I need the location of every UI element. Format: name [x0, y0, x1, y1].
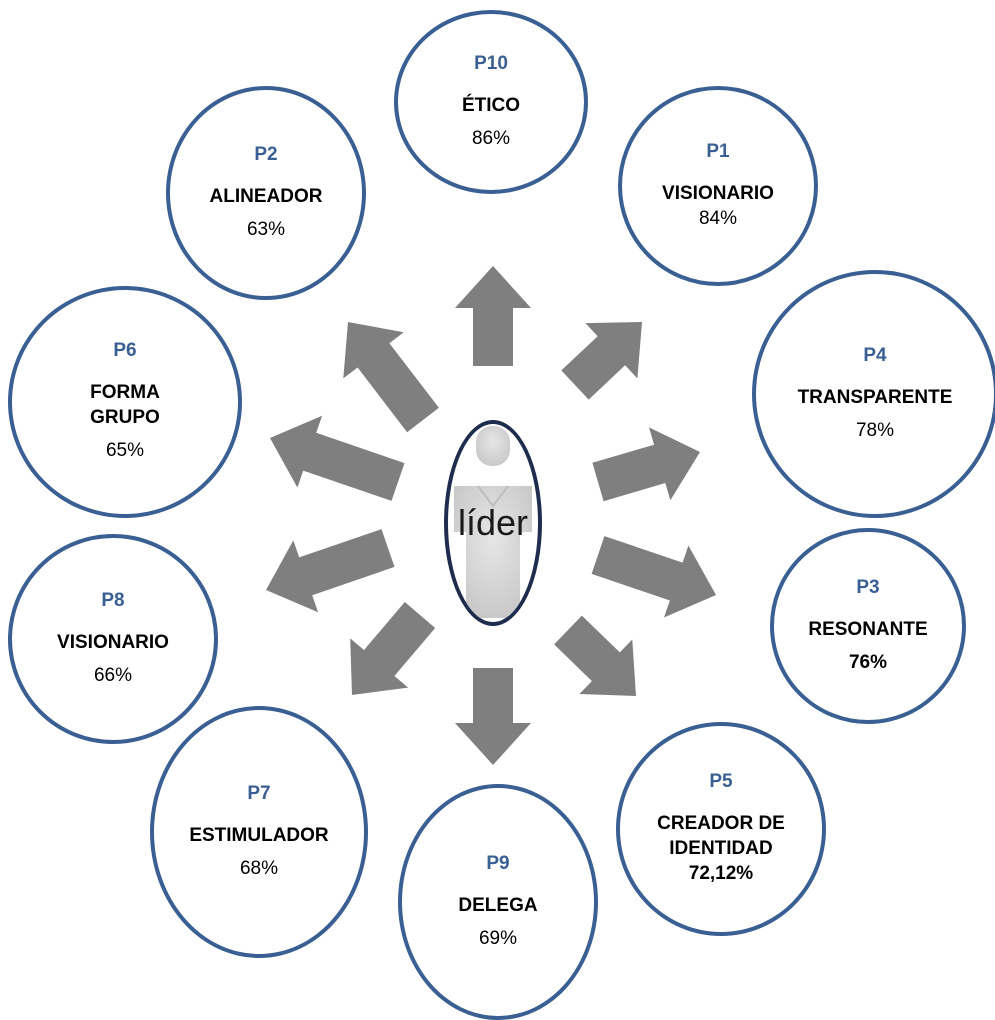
node-label: ÉTICO [461, 94, 521, 116]
node-value: 65% [105, 440, 145, 461]
node-value: 72,12% [688, 863, 754, 884]
node-code: P7 [247, 782, 271, 804]
node-p9: P9 DELEGA 69% [398, 784, 598, 1020]
node-p10: P10 ÉTICO 86% [394, 10, 588, 194]
node-value: 69% [478, 927, 518, 949]
arrow-left-lower [266, 529, 395, 613]
node-code: P1 [706, 140, 730, 162]
node-p2: P2 ALINEADOR 63% [166, 86, 366, 300]
node-value: 76% [848, 651, 888, 673]
node-p7: P7 ESTIMULADOR 68% [150, 706, 368, 958]
node-code: P3 [856, 576, 880, 598]
node-label: TRANSPARENTE [797, 386, 953, 408]
node-value: 63% [246, 218, 286, 240]
node-p4: P4 TRANSPARENTE 78% [752, 270, 995, 518]
center-leader: líder [444, 420, 542, 626]
node-code: P5 [709, 771, 733, 792]
node-value: 86% [471, 127, 511, 149]
node-label: RESONANTE [808, 618, 928, 640]
arrow-left-upper [270, 415, 405, 501]
node-code: P2 [254, 143, 278, 165]
arrow-up-left [343, 322, 439, 433]
node-code: P8 [101, 589, 125, 611]
arrow-right-lower [591, 536, 716, 618]
center-label: líder [457, 502, 529, 543]
node-label: VISIONARIO [57, 631, 169, 653]
node-code: P9 [486, 852, 510, 874]
node-value: 78% [855, 419, 895, 441]
node-label: ESTIMULADOR [189, 824, 329, 846]
person-icon [454, 426, 532, 618]
node-code: P10 [474, 52, 508, 74]
node-value: 68% [239, 857, 279, 879]
node-code: P6 [113, 340, 137, 361]
arrow-right-upper [592, 427, 700, 502]
arrow-down-left [350, 602, 436, 695]
node-code: P4 [863, 344, 887, 366]
node-p6: P6 FORMA GRUPO 65% [8, 286, 242, 518]
arrow-down [455, 668, 531, 765]
node-value: 66% [93, 664, 133, 686]
arrow-down-right [554, 615, 636, 696]
node-label: ALINEADOR [209, 185, 323, 207]
node-p1: P1 VISIONARIO 84% [618, 86, 818, 286]
node-p5: P5 CREADOR DE IDENTIDAD 72,12% [616, 722, 826, 936]
arrow-up [455, 266, 531, 366]
node-p8: P8 VISIONARIO 66% [8, 534, 218, 744]
node-p3: P3 RESONANTE 76% [770, 528, 966, 724]
node-label: VISIONARIO [662, 182, 774, 204]
arrow-up-right [561, 322, 642, 400]
node-label: FORMA GRUPO [90, 382, 160, 428]
node-label: CREADOR DE IDENTIDAD [657, 813, 785, 859]
node-value: 84% [698, 207, 738, 229]
node-label: DELEGA [458, 894, 538, 916]
